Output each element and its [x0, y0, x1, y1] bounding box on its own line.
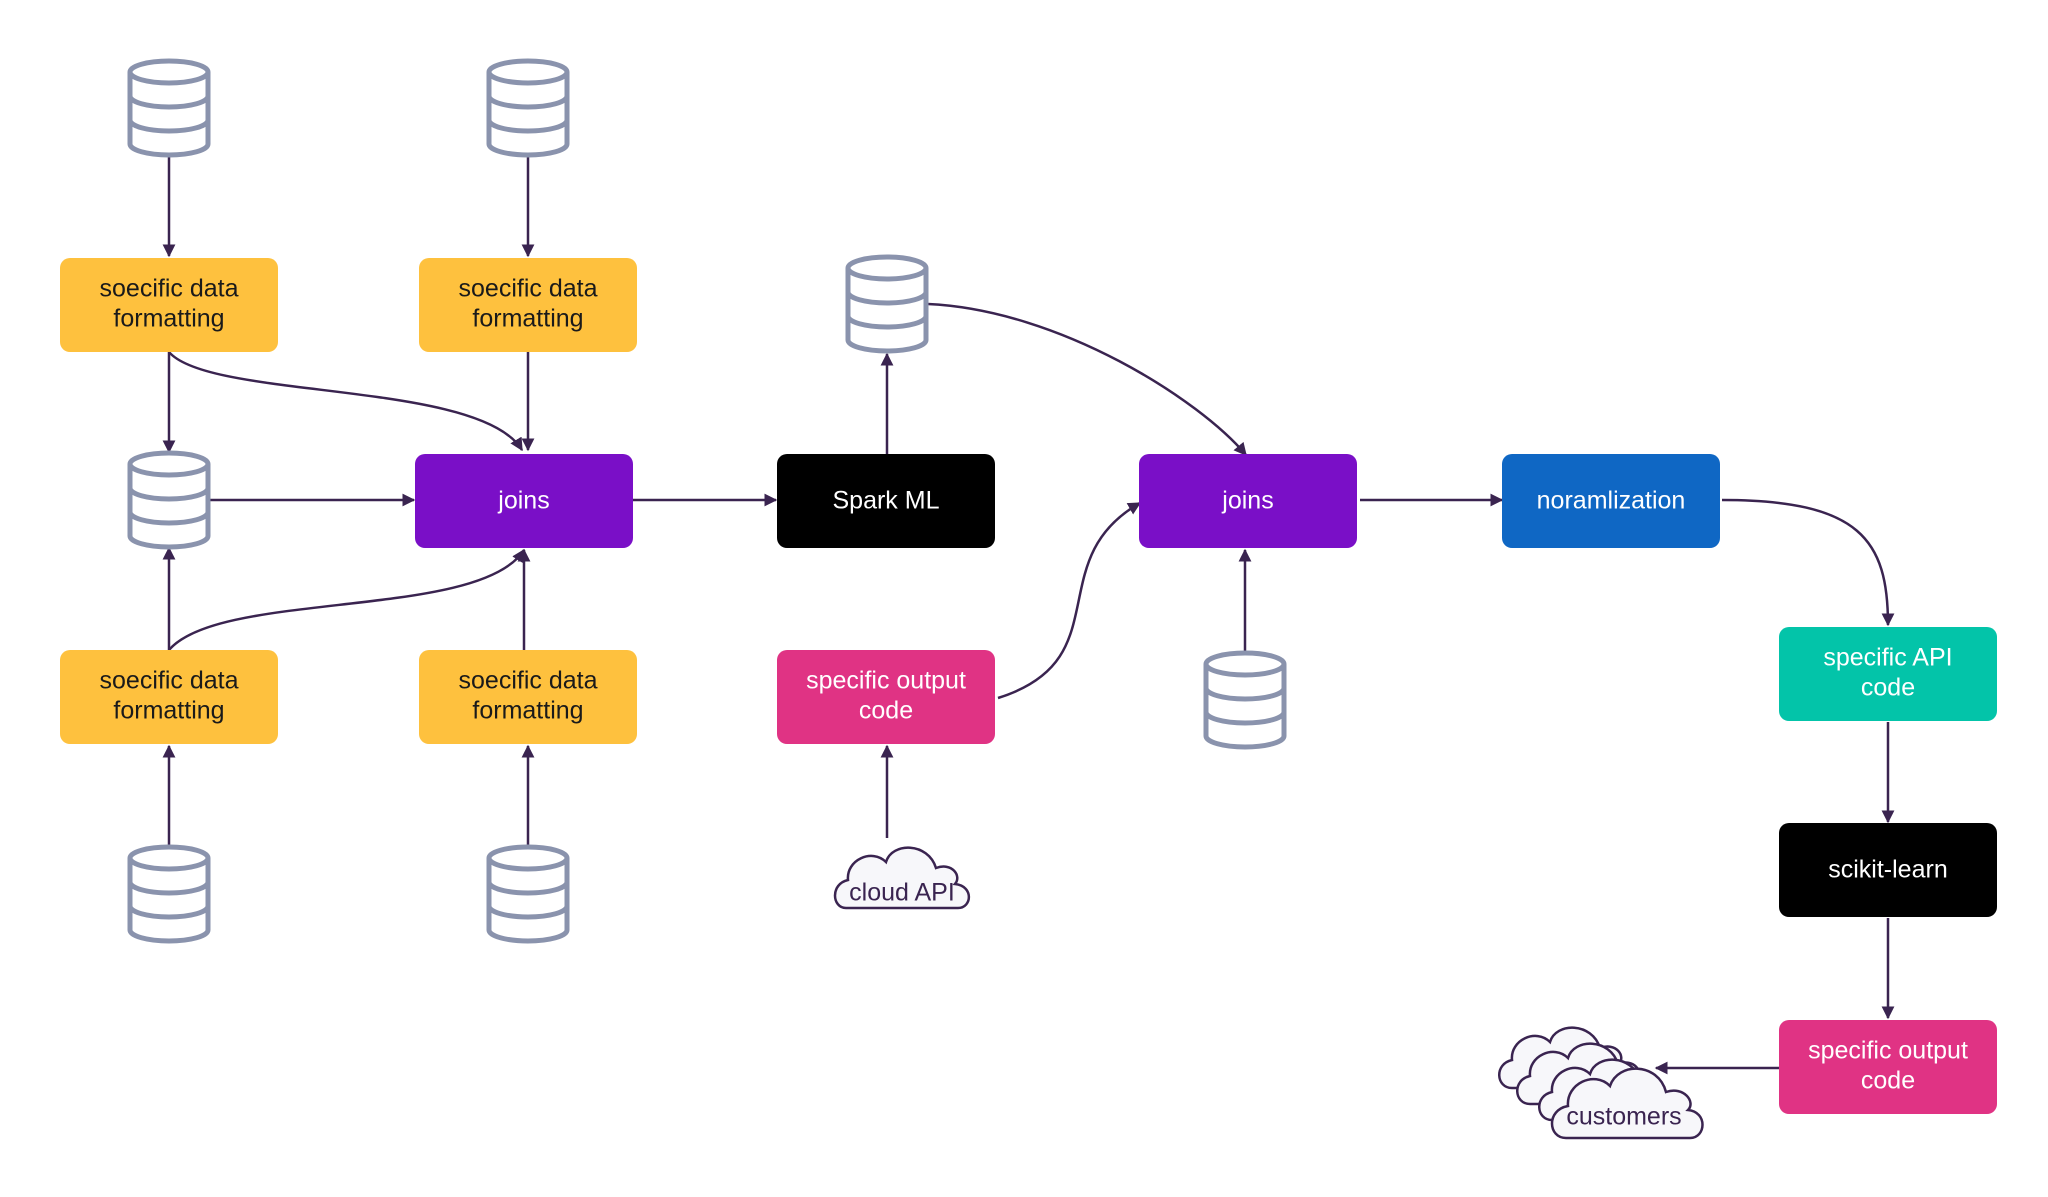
cloud-api: cloud API	[833, 846, 971, 910]
node-label: code	[1861, 674, 1915, 702]
node-output-1: specific output code	[777, 650, 995, 744]
database-icon	[130, 847, 208, 941]
customers: customers	[1498, 1026, 1704, 1140]
database-icon	[489, 847, 567, 941]
edges	[162, 156, 1895, 1075]
node-label: noramlization	[1537, 487, 1686, 515]
edge-fmt-bl-joins1	[168, 548, 526, 651]
node-label: soecific data	[100, 275, 239, 303]
edge-output1-joins2	[997, 501, 1142, 700]
scikit-learn-box	[1779, 823, 1997, 917]
node-label: specific output	[806, 667, 966, 695]
edge-db6-joins2	[927, 302, 1247, 456]
node-fmt-tr: soecific data formatting	[419, 258, 637, 352]
cloud-icon	[833, 846, 971, 910]
node-label: formatting	[472, 305, 583, 333]
node-normalization: noramlization	[1502, 454, 1720, 548]
node-joins-2: joins	[1139, 454, 1357, 548]
customers-label: customers	[1566, 1103, 1681, 1131]
joins-box	[415, 454, 633, 548]
node-label: soecific data	[459, 275, 598, 303]
node-joins-1: joins	[415, 454, 633, 548]
node-label: specific output	[1808, 1037, 1968, 1065]
node-spark-ml: Spark ML	[777, 454, 995, 548]
edge-fmt-tl-joins1	[168, 351, 524, 452]
database-icon	[1206, 653, 1284, 747]
node-scikit-learn: scikit-learn	[1779, 823, 1997, 917]
api-code-box	[1779, 627, 1997, 721]
node-fmt-br: soecific data formatting	[419, 650, 637, 744]
database-icon	[848, 257, 926, 351]
output-box	[1779, 1020, 1997, 1114]
output-box	[777, 650, 995, 744]
node-label: formatting	[472, 697, 583, 725]
format-box	[60, 258, 278, 352]
node-label: code	[1861, 1067, 1915, 1095]
edge-norm-api	[1721, 498, 1895, 627]
cloud-label: cloud API	[849, 879, 955, 907]
node-label: formatting	[113, 305, 224, 333]
normalization-box	[1502, 454, 1720, 548]
database-icon	[130, 61, 208, 155]
node-label: scikit-learn	[1828, 856, 1947, 884]
format-box	[60, 650, 278, 744]
cloud-icon	[1550, 1067, 1704, 1140]
node-label: code	[859, 697, 913, 725]
format-box	[419, 258, 637, 352]
node-label: formatting	[113, 697, 224, 725]
node-label: joins	[497, 487, 549, 515]
node-label: joins	[1221, 487, 1273, 515]
node-fmt-bl: soecific data formatting	[60, 650, 278, 744]
node-label: specific API	[1823, 644, 1952, 672]
node-label: Spark ML	[833, 487, 940, 515]
database-icon	[130, 453, 208, 547]
joins-box	[1139, 454, 1357, 548]
node-label: soecific data	[100, 667, 239, 695]
node-fmt-tl: soecific data formatting	[60, 258, 278, 352]
node-label: soecific data	[459, 667, 598, 695]
spark-ml-box	[777, 454, 995, 548]
node-api-code: specific API code	[1779, 627, 1997, 721]
database-icon	[489, 61, 567, 155]
format-box	[419, 650, 637, 744]
node-output-2: specific output code	[1779, 1020, 1997, 1114]
